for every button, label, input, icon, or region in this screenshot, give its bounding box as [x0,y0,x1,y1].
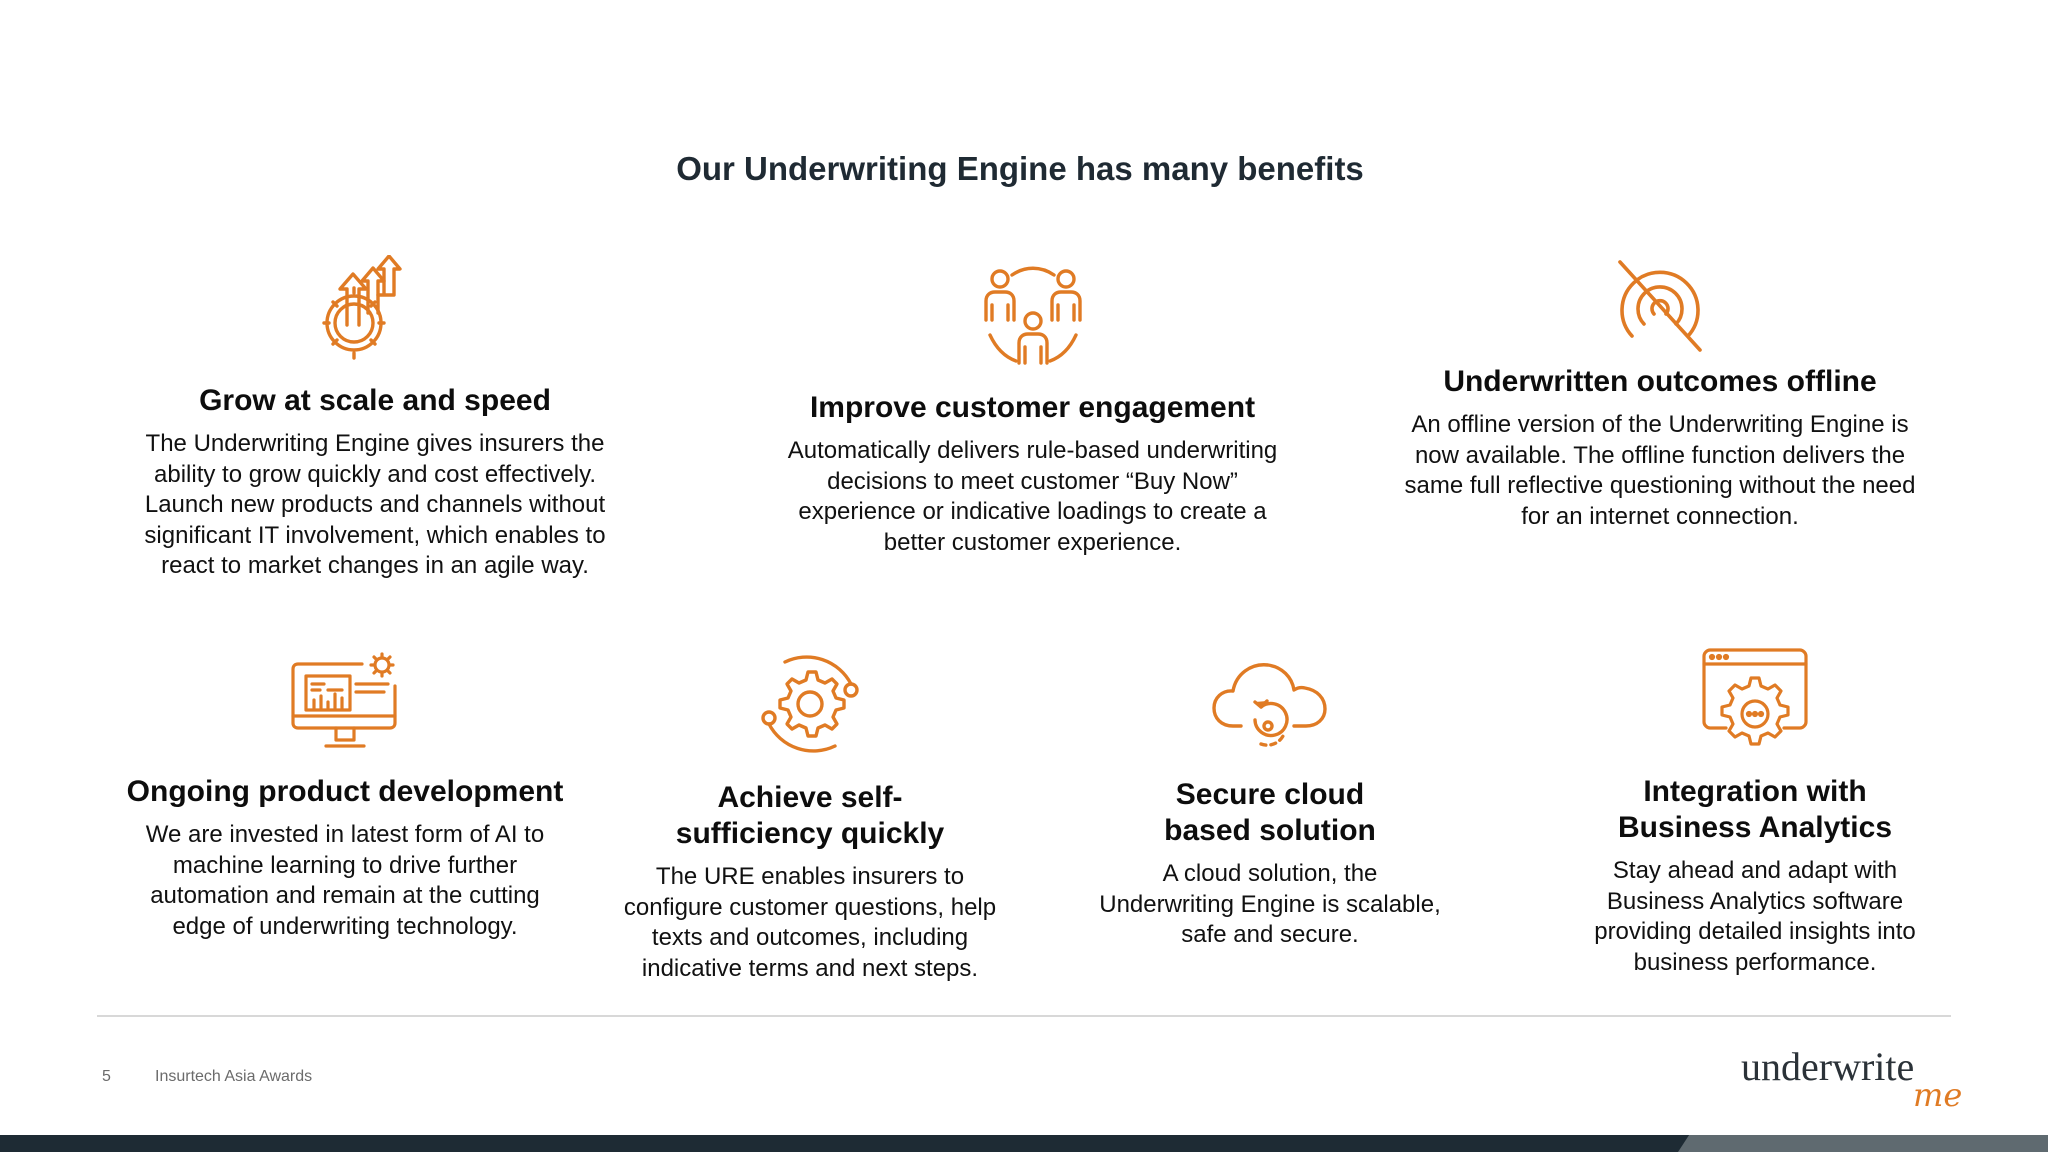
description-line: Launch new products and channels without [144,491,606,518]
benefit-cloud: Secure cloud based solution A cloud solu… [1070,660,1470,951]
benefit-heading: Secure cloud based solution [1070,777,1470,849]
description-line: Business Analytics software [1606,887,1904,915]
offline-signal-icon [1618,260,1702,352]
description-line: Automatically delivers rule-based underw… [787,437,1278,464]
heading-line: Secure cloud [1175,778,1365,811]
heading-line: Integration with [1643,775,1867,808]
logo-wordmark: underwrite [1741,1044,1914,1089]
benefit-analytics: Integration with Business Analytics Stay… [1535,648,1975,978]
people-network-icon [983,266,1082,365]
benefit-description: The URE enables insurers to configure cu… [600,862,1020,984]
benefit-description: We are invested in latest form of AI to … [105,820,585,942]
description-line: business performance. [1633,948,1877,976]
benefit-product-development: Ongoing product development We are inves… [105,652,585,942]
footer-event-name: Insurtech Asia Awards [155,1068,313,1085]
description-line: react to market changes in an agile way. [161,552,589,579]
monitor-analytics-gear-icon [291,652,397,748]
description-line: safe and secure. [1181,921,1359,948]
heading-line: Business Analytics [1618,811,1892,844]
heading-line: based solution [1164,814,1376,847]
description-line: configure customer questions, help [623,893,997,921]
benefit-heading: Underwritten outcomes offline [1443,365,1877,398]
benefit-heading: Integration with Business Analytics [1535,774,1975,846]
browser-gear-icon [1702,648,1808,746]
benefit-description: A cloud solution, the Underwriting Engin… [1070,859,1470,951]
heading-line: Achieve self- [717,781,903,814]
heading-line: sufficiency quickly [675,817,945,850]
benefit-description: An offline version of the Underwriting E… [1375,410,1945,532]
benefit-heading: Achieve self- sufficiency quickly [600,780,1020,852]
page-number: 5 [102,1068,111,1085]
description-line: An offline version of the Underwriting E… [1411,411,1909,438]
description-line: decisions to meet customer “Buy Now” [827,467,1238,495]
description-line: providing detailed insights into [1594,918,1916,945]
description-line: texts and outcomes, including [651,924,969,951]
description-line: machine learning to drive further [172,851,518,879]
bottom-bar-accent [1678,1135,2048,1152]
cloud-sync-icon [1212,663,1327,747]
description-line: ability to grow quickly and cost effecti… [154,460,596,488]
benefit-engagement: Improve customer engagement Automaticall… [750,265,1315,558]
description-line: for an internet connection. [1521,502,1799,530]
benefit-offline: Underwritten outcomes offline An offline… [1375,258,1945,532]
gear-cycle-icon [761,655,859,753]
description-line: indicative terms and next steps. [641,954,979,982]
description-line: Underwriting Engine is scalable, [1099,890,1441,918]
description-line: same full reflective questioning without… [1404,472,1916,499]
description-line: better customer experience. [883,528,1182,556]
logo-script: me [1913,1076,1962,1110]
description-line: A cloud solution, the [1162,860,1378,887]
growth-arrows-gear-icon [322,255,402,360]
benefit-self-sufficiency: Achieve self- sufficiency quickly The UR… [600,650,1020,984]
description-line: The URE enables insurers to [655,863,965,890]
benefit-description: The Underwriting Engine gives insurers t… [100,429,650,582]
description-line: experience or indicative loadings to cre… [798,498,1267,525]
description-line: We are invested in latest form of AI to [145,821,545,848]
bottom-bar [0,1135,2048,1152]
underwriteme-logo: underwrite me [1741,1044,1962,1110]
description-line: The Underwriting Engine gives insurers t… [145,430,605,457]
benefit-grow: Grow at scale and speed The Underwriting… [100,255,650,582]
benefit-description: Stay ahead and adapt with Business Analy… [1535,856,1975,978]
description-line: Stay ahead and adapt with [1612,857,1898,884]
description-line: significant IT involvement, which enable… [144,521,606,549]
description-line: now available. The offline function deli… [1414,441,1906,469]
benefit-heading: Ongoing product development [126,775,564,808]
description-line: edge of underwriting technology. [172,912,518,940]
description-line: automation and remain at the cutting [150,882,540,909]
benefit-heading: Improve customer engagement [809,391,1256,424]
benefit-description: Automatically delivers rule-based underw… [750,436,1315,558]
benefit-heading: Grow at scale and speed [199,384,551,417]
footer-divider [97,1015,1951,1017]
page-title: Our Underwriting Engine has many benefit… [676,150,1364,187]
